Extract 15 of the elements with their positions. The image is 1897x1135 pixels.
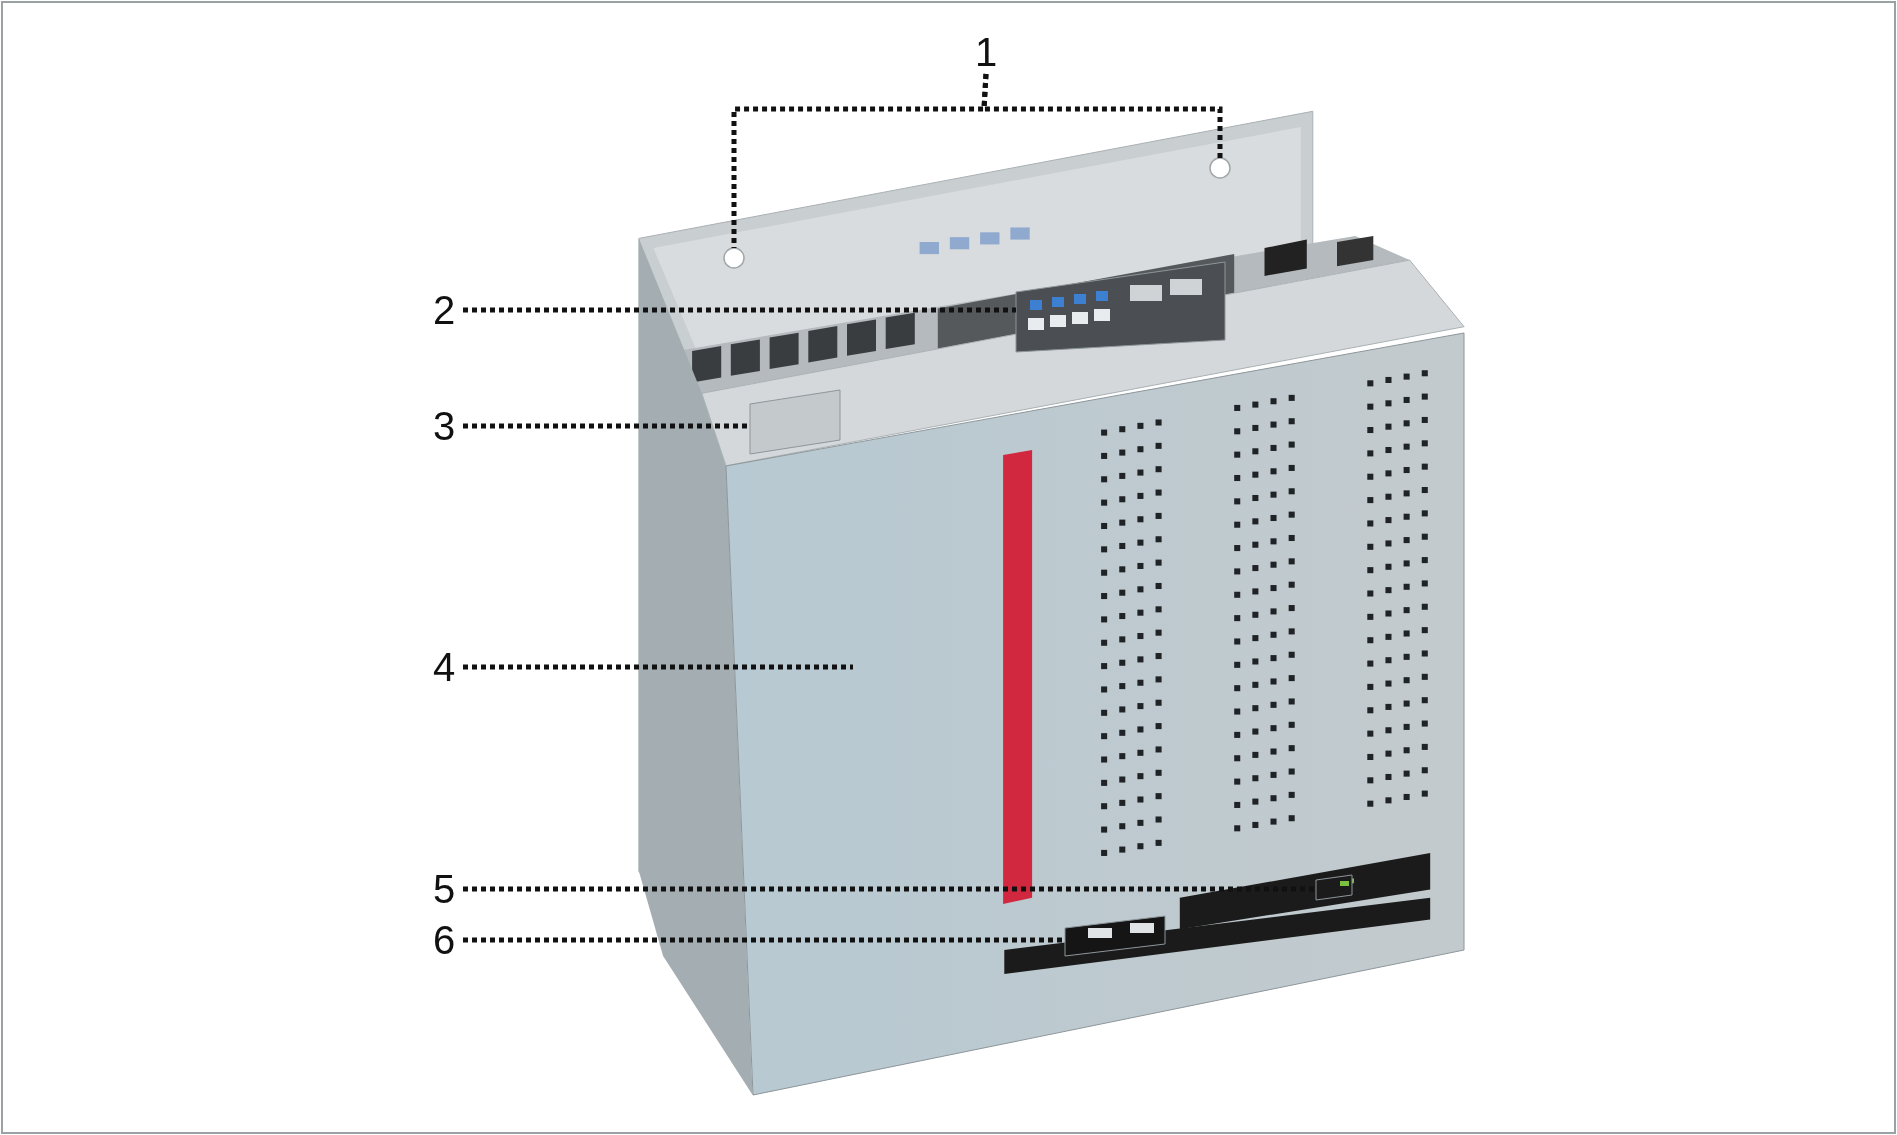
callout-number: 3 (427, 404, 461, 448)
leader-line (463, 307, 1016, 313)
mounting-hole (723, 247, 745, 269)
callout-number: 1 (969, 30, 1003, 74)
callout-number: 6 (427, 918, 461, 962)
callout-number: 4 (427, 645, 461, 689)
leader-line (463, 423, 750, 429)
leader-line (981, 73, 1223, 158)
type-plate (749, 389, 841, 455)
mounting-hole (1209, 157, 1231, 179)
callout-number: 5 (427, 867, 461, 911)
leader-line (463, 664, 853, 670)
leader-line (463, 937, 1065, 943)
front-cover (725, 332, 1465, 1096)
callout-number: 2 (427, 288, 461, 332)
